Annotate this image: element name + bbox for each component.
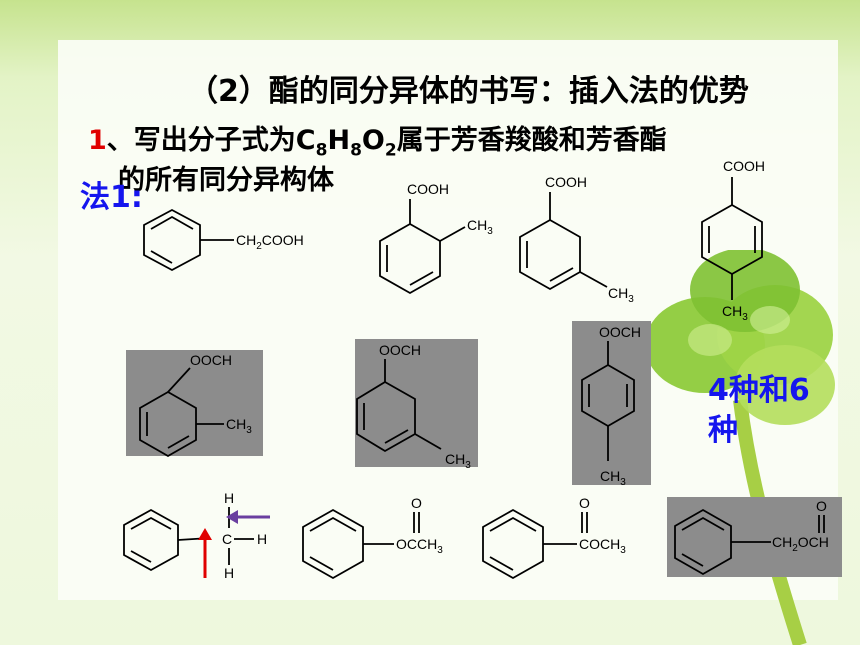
svg-text:H: H	[257, 531, 267, 547]
svg-text:COOH: COOH	[723, 158, 765, 174]
svg-text:OCCH3: OCCH3	[396, 536, 443, 556]
structure-meta-tolyl-formate: OOCH CH3	[356, 342, 471, 471]
structure-para-tolyl-formate: OOCH CH3	[581, 324, 641, 488]
method-label: 法1:	[80, 180, 143, 215]
structure-ortho-tolyl-formate: OOCH CH3	[139, 352, 252, 458]
question-text-o: O	[361, 125, 385, 156]
svg-text:OOCH: OOCH	[379, 342, 421, 358]
svg-text:H: H	[224, 565, 234, 581]
svg-text:CH2OCH: CH2OCH	[772, 534, 829, 554]
svg-text:CH3: CH3	[467, 217, 493, 237]
structure-methyl-benzoate: O COCH3	[482, 495, 626, 580]
question-text-h: H	[327, 125, 351, 156]
structure-toluene-insertion: H C H H	[123, 490, 270, 581]
svg-text:C: C	[222, 531, 232, 547]
svg-text:O: O	[411, 495, 422, 511]
svg-text:CH3: CH3	[600, 468, 626, 488]
svg-text:O: O	[579, 495, 590, 511]
structure-phenyl-acetate: O OCCH3	[302, 495, 443, 580]
count-label: 4种和6种	[708, 373, 810, 448]
question-sub-1: 8	[315, 140, 328, 161]
question-line-1: 1、写出分子式为C8H8O2属于芳香羧酸和芳香酯	[88, 118, 667, 160]
svg-text:COOH: COOH	[407, 181, 449, 197]
svg-text:COOH: COOH	[545, 174, 587, 190]
question-text-b: 属于芳香羧酸和芳香酯	[396, 125, 667, 156]
question-sub-3: 2	[384, 140, 397, 161]
structure-benzyl-formate: O CH2OCH	[674, 498, 829, 576]
structure-ortho-toluic-acid: COOH CH3	[379, 181, 493, 295]
svg-text:O: O	[816, 498, 827, 514]
clover-decoration	[645, 250, 835, 645]
question-text-a: 、写出分子式为C	[106, 125, 316, 156]
svg-text:H: H	[224, 490, 234, 506]
gray-box-3	[572, 321, 651, 485]
structure-phenylacetic-acid: CH2COOH	[143, 208, 304, 272]
question-line-2: 的所有同分异构体	[118, 165, 334, 196]
svg-text:CH3: CH3	[608, 285, 634, 305]
svg-text:COCH3: COCH3	[579, 536, 626, 556]
question-number: 1	[88, 125, 107, 156]
structure-meta-toluic-acid: COOH CH3	[519, 174, 634, 305]
slide-title: （2）酯的同分异体的书写：插入法的优势	[188, 74, 749, 109]
svg-text:CH3: CH3	[226, 416, 252, 436]
svg-text:CH2COOH: CH2COOH	[236, 232, 304, 252]
question-sub-2: 8	[350, 140, 362, 161]
svg-text:CH3: CH3	[445, 451, 471, 471]
svg-text:OOCH: OOCH	[599, 324, 641, 340]
gray-box-4	[667, 497, 842, 577]
svg-text:CH3: CH3	[722, 303, 748, 323]
structure-para-toluic-acid: COOH CH3	[701, 158, 765, 323]
svg-text:OOCH: OOCH	[190, 352, 232, 368]
